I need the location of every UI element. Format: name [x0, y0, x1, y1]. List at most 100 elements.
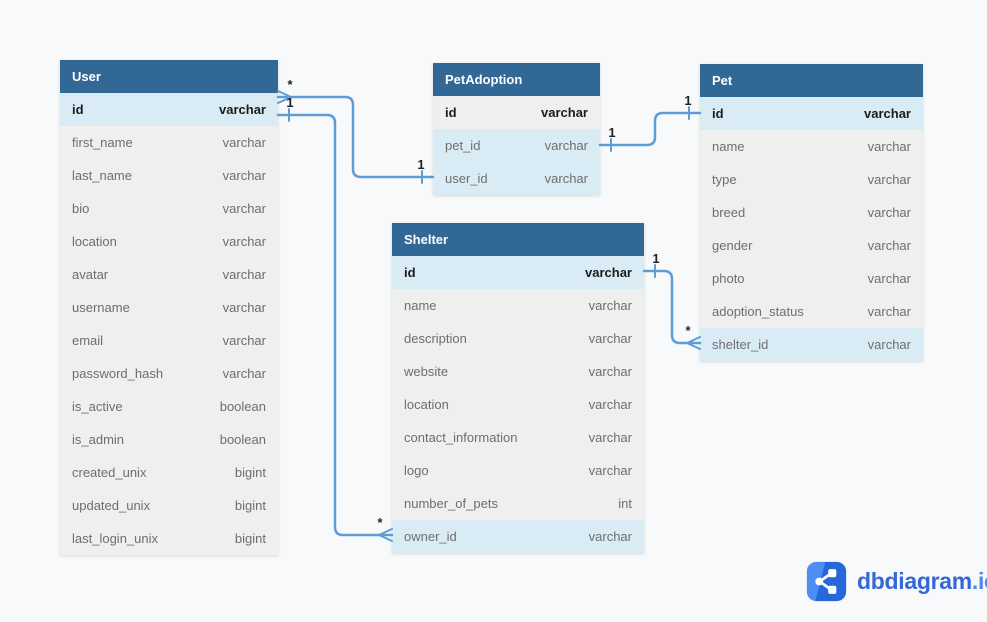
field-row-name[interactable]: name varchar — [700, 130, 923, 163]
table-header[interactable]: PetAdoption — [433, 63, 600, 96]
table-title: Shelter — [404, 232, 449, 247]
field-name: breed — [712, 205, 746, 220]
crowfoot-marker — [378, 534, 393, 542]
field-row-id[interactable]: id varchar — [392, 256, 644, 289]
relationship-line-User.id-PetAdoption.user_id[interactable] — [276, 95, 435, 179]
field-type: varchar — [222, 300, 266, 315]
cardinality-label: * — [685, 323, 691, 338]
crowfoot-marker — [686, 342, 701, 350]
field-type: varchar — [544, 171, 588, 186]
field-row-gender[interactable]: gender varchar — [700, 229, 923, 262]
field-row-website[interactable]: website varchar — [392, 355, 644, 388]
field-type: varchar — [867, 271, 911, 286]
field-row-number_of_pets[interactable]: number_of_pets int — [392, 487, 644, 520]
relationship-line-User.id-Shelter.owner_id[interactable] — [276, 113, 394, 537]
field-name: first_name — [72, 135, 133, 150]
field-name: name — [712, 139, 745, 154]
field-name: id — [445, 105, 457, 120]
field-type: varchar — [585, 265, 632, 280]
dbdiagram-logo[interactable]: dbdiagram.io — [806, 561, 987, 602]
field-name: avatar — [72, 267, 109, 282]
crowfoot-marker — [378, 528, 393, 536]
table-header[interactable]: Pet — [700, 64, 923, 97]
cardinality-label: 1 — [652, 251, 659, 266]
field-row-username[interactable]: username varchar — [60, 291, 278, 324]
field-name: id — [72, 102, 84, 117]
field-name: email — [72, 333, 104, 348]
field-type: varchar — [588, 331, 632, 346]
field-name: is_admin — [72, 432, 125, 447]
field-type: varchar — [219, 102, 266, 117]
field-name: password_hash — [72, 366, 164, 381]
field-name: id — [712, 106, 724, 121]
field-name: description — [404, 331, 467, 346]
field-type: varchar — [867, 238, 911, 253]
field-type: varchar — [867, 172, 911, 187]
field-name: gender — [712, 238, 753, 253]
field-type: varchar — [588, 364, 632, 379]
field-name: username — [72, 300, 130, 315]
table-header[interactable]: Shelter — [392, 223, 644, 256]
crowfoot-marker — [686, 336, 701, 344]
field-name: user_id — [445, 171, 488, 186]
logo-text: dbdiagram.io — [857, 568, 987, 595]
field-type: int — [618, 496, 632, 511]
field-type: varchar — [222, 168, 266, 183]
field-row-user_id[interactable]: user_id varchar — [433, 162, 600, 195]
table-header[interactable]: User — [60, 60, 278, 93]
logo-text-main: dbdiagram — [857, 568, 972, 594]
field-type: varchar — [588, 397, 632, 412]
field-row-id[interactable]: id varchar — [60, 93, 278, 126]
crowfoot-marker — [277, 90, 292, 98]
cardinality-label: * — [287, 77, 293, 92]
field-type: bigint — [234, 531, 266, 546]
field-row-first_name[interactable]: first_name varchar — [60, 126, 278, 159]
relationship-line-Shelter.id-Pet.shelter_id[interactable] — [642, 269, 702, 345]
field-name: id — [404, 265, 416, 280]
field-name: created_unix — [72, 465, 147, 480]
field-type: boolean — [219, 399, 266, 414]
field-row-description[interactable]: description varchar — [392, 322, 644, 355]
field-name: number_of_pets — [404, 496, 498, 511]
field-type: varchar — [867, 139, 911, 154]
share-icon — [806, 561, 847, 602]
field-type: varchar — [867, 304, 911, 319]
relationship-line-PetAdoption.pet_id-Pet.id[interactable] — [598, 111, 702, 147]
logo-text-tld: .io — [971, 568, 987, 594]
field-name: website — [404, 364, 449, 379]
table-title: Pet — [712, 73, 733, 88]
cardinality-label: 1 — [286, 95, 293, 110]
field-type: varchar — [222, 135, 266, 150]
field-type: varchar — [588, 298, 632, 313]
crowfoot-marker — [277, 96, 292, 104]
